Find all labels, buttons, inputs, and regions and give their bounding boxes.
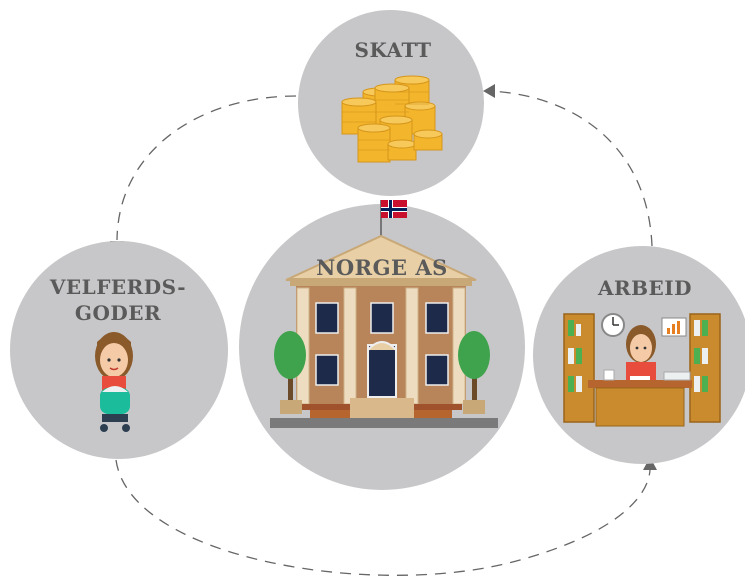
person-with-stroller-icon bbox=[95, 332, 133, 432]
tree-icon bbox=[458, 331, 490, 414]
label-velferdsgoder: VELFERDS- GODER bbox=[28, 274, 208, 326]
arrow-velferd-to-arbeid bbox=[115, 459, 651, 576]
government-building-icon bbox=[270, 200, 498, 428]
tree-icon bbox=[274, 331, 306, 414]
coin-stack-icon bbox=[341, 75, 443, 163]
label-arbeid: ARBEID bbox=[598, 276, 692, 300]
arrow-skatt-to-velferd bbox=[116, 95, 297, 241]
office-worker-icon bbox=[563, 313, 721, 427]
label-velferd-line2: GODER bbox=[74, 301, 162, 325]
arrow-arbeid-to-skatt bbox=[489, 90, 653, 247]
label-skatt: SKATT bbox=[354, 38, 432, 62]
norwegian-flag-icon bbox=[381, 200, 407, 218]
arrowhead-skatt bbox=[483, 84, 495, 98]
label-norge-as: NORGE AS bbox=[316, 255, 448, 280]
label-velferd-line1: VELFERDS- bbox=[49, 275, 187, 299]
cycle-arrows bbox=[115, 90, 653, 576]
